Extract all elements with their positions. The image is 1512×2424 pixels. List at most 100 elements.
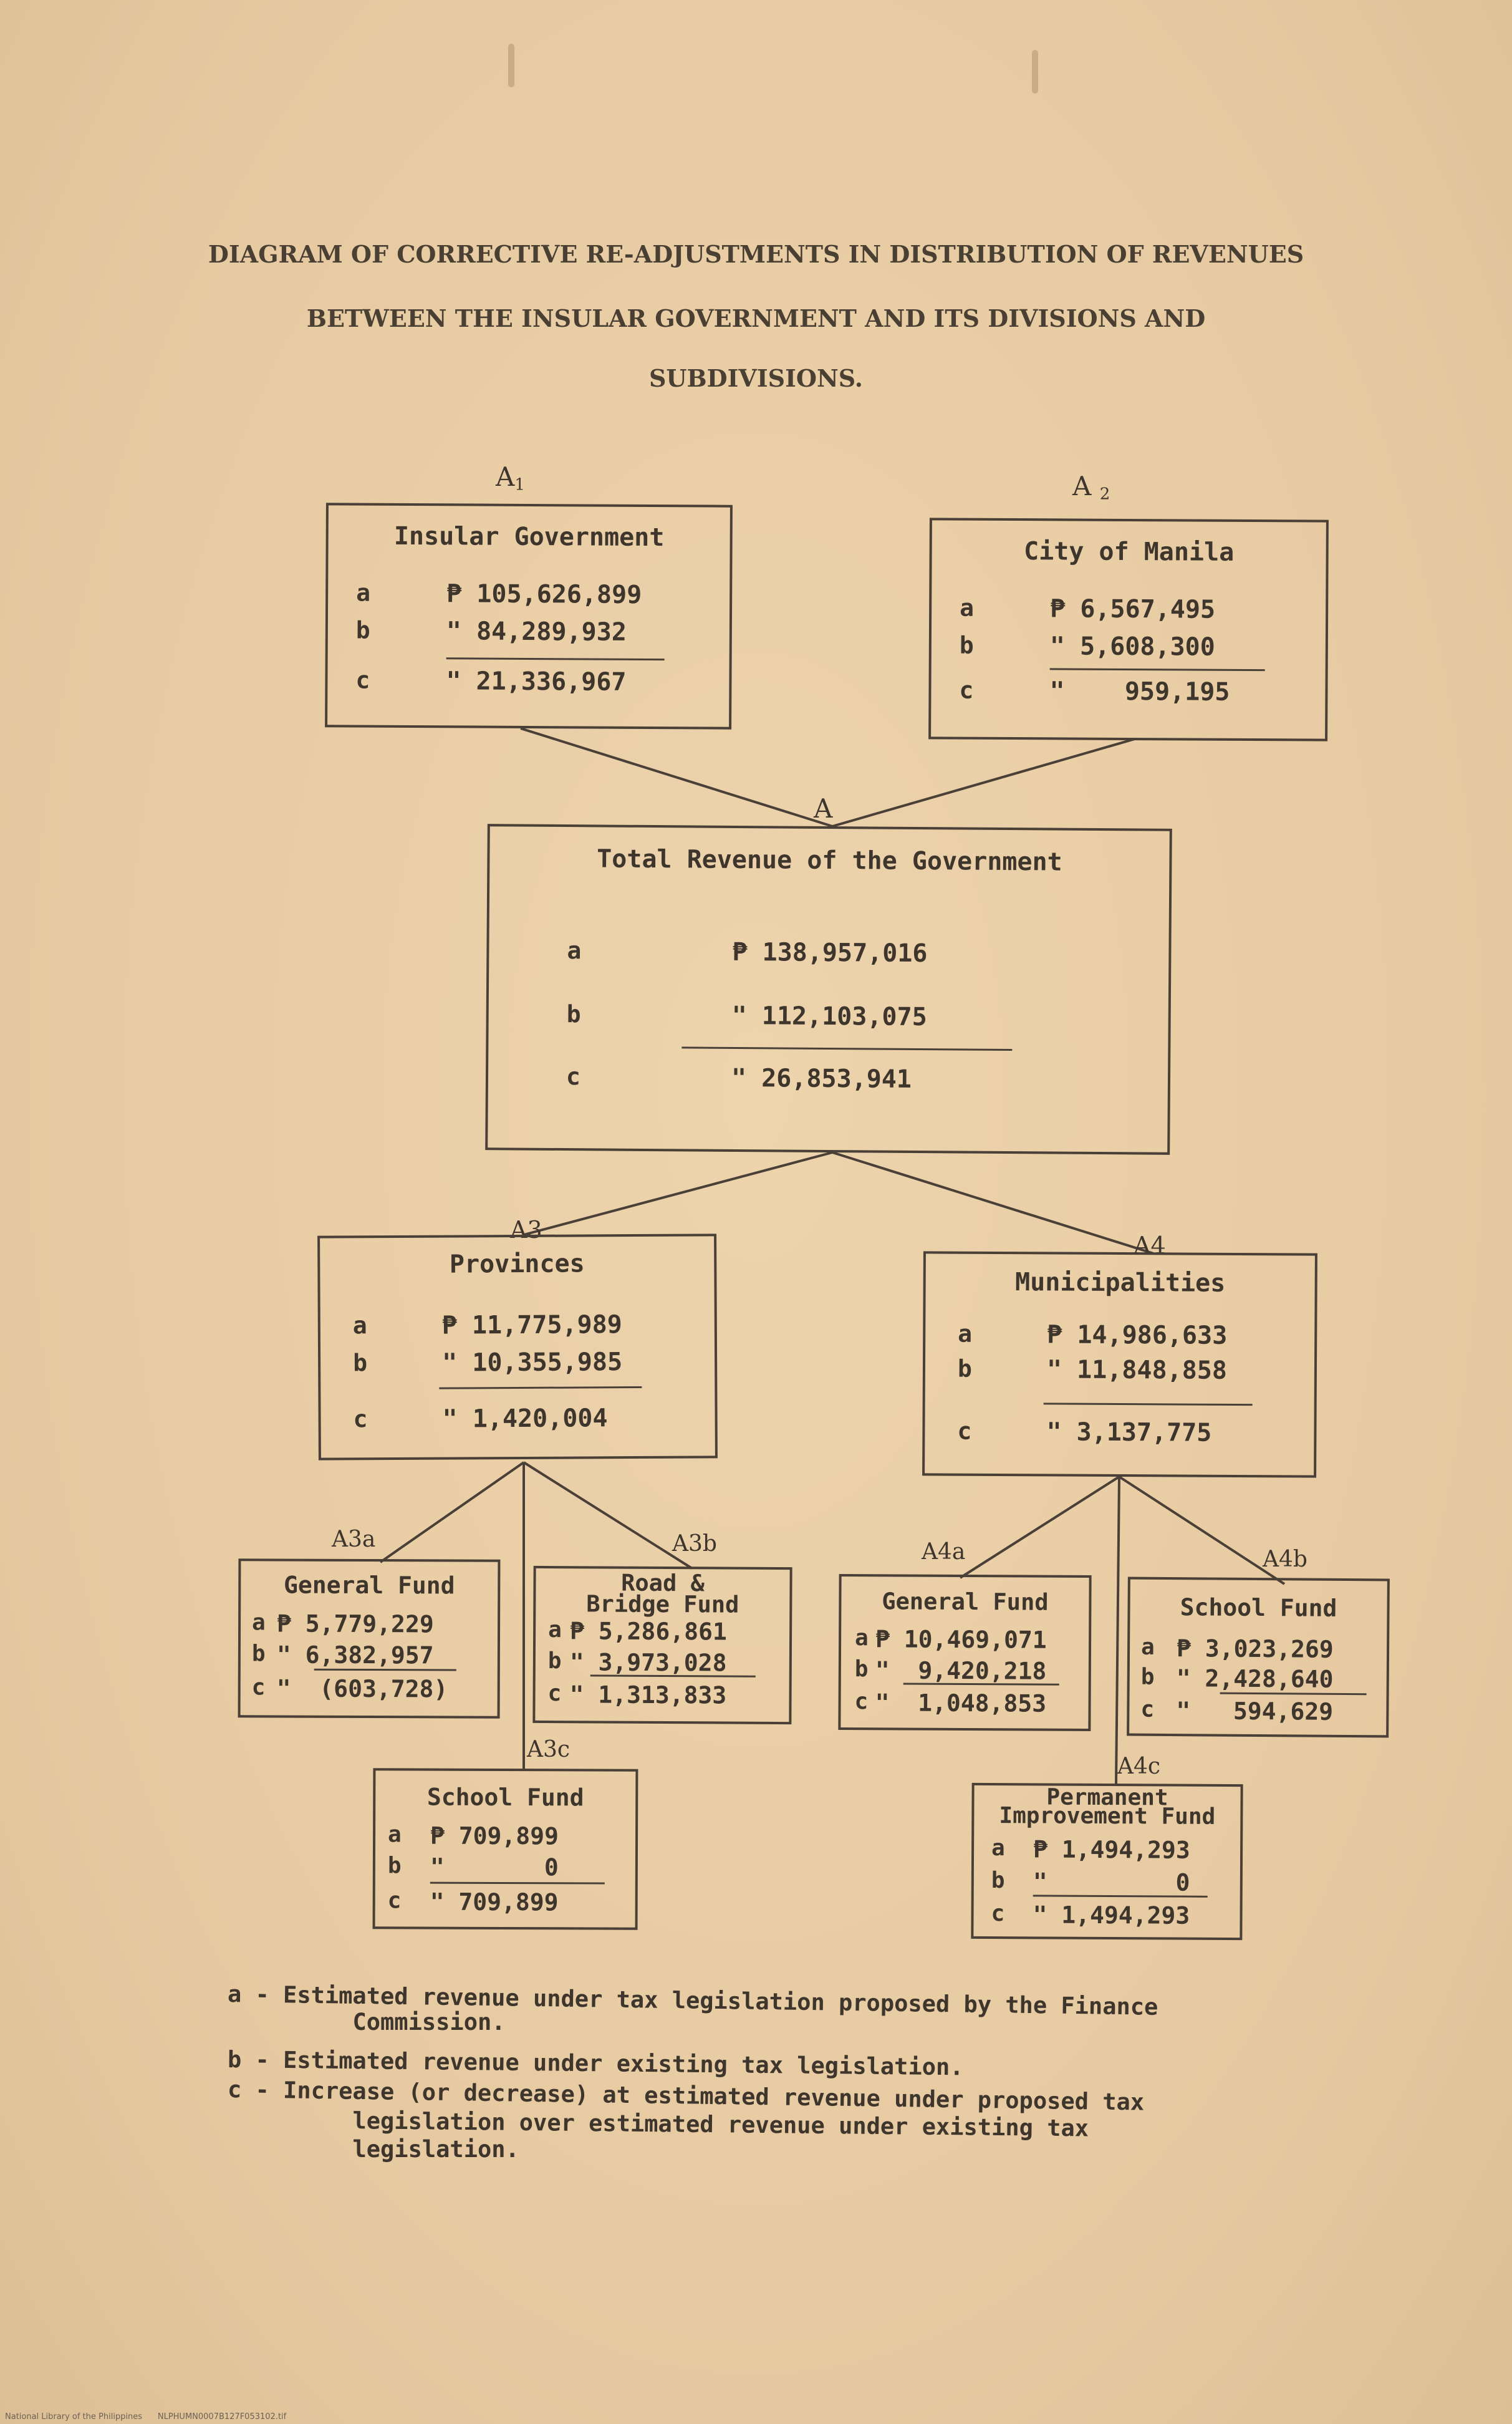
sum-rule xyxy=(1049,668,1265,672)
row-b-label: b xyxy=(991,1868,1005,1894)
row-b-value: " 9,420,218 xyxy=(875,1656,1047,1685)
node-title: Total Revenue of the Government xyxy=(597,844,1062,877)
row-a-label: a xyxy=(252,1610,266,1636)
row-a-label: a xyxy=(352,1311,367,1340)
row-b-label: b xyxy=(959,631,974,659)
row-a-value: ₱ 709,899 xyxy=(430,1822,559,1850)
row-b-label: b xyxy=(387,1853,402,1879)
node-tag-a3: A3 xyxy=(510,1216,542,1243)
node-tag-a3b: A3b xyxy=(672,1531,717,1557)
row-b-value: " 0 xyxy=(1033,1868,1190,1896)
node-title: Provinces xyxy=(449,1249,585,1279)
sum-rule xyxy=(681,1046,1013,1051)
archive-footer: National Library of the Philippines NLPH… xyxy=(5,2412,287,2422)
row-a-value: ₱ 5,286,861 xyxy=(570,1617,727,1646)
row-c-value: " 1,494,293 xyxy=(1033,1901,1190,1929)
row-b-value: " 112,103,075 xyxy=(731,1001,927,1032)
connector-a-to-a4 xyxy=(832,1151,1154,1255)
node-total-revenue: Total Revenue of the Government a ₱ 138,… xyxy=(485,824,1172,1155)
node-title: General Fund xyxy=(283,1571,455,1600)
row-b-label: b xyxy=(854,1656,869,1683)
connector-a4-to-a4c xyxy=(1115,1476,1120,1785)
legend-line-c-cont-2: legislation. xyxy=(228,2136,519,2163)
node-title: Road & Bridge Fund xyxy=(586,1569,739,1618)
connector-a3-to-a3b xyxy=(522,1461,693,1570)
row-c-label: c xyxy=(387,1888,402,1914)
node-municipalities: Municipalities a ₱ 14,986,633 b " 11,848… xyxy=(922,1251,1317,1478)
row-c-value: " 1,420,004 xyxy=(442,1404,608,1434)
row-c-label: c xyxy=(957,1417,972,1445)
row-c-value: " 709,899 xyxy=(430,1888,559,1916)
row-b-value: " 6,382,957 xyxy=(276,1641,434,1669)
row-c-label: c xyxy=(353,1405,368,1433)
row-a-label: a xyxy=(991,1835,1005,1861)
row-b-label: b xyxy=(1140,1664,1155,1690)
node-tag-a3a: A3a xyxy=(332,1527,376,1552)
node-provinces: Provinces a ₱ 11,775,989 b " 10,355,985 … xyxy=(317,1234,718,1461)
node-insular-government: Insular Government a ₱ 105,626,899 b " 8… xyxy=(325,503,733,730)
node-title: City of Manila xyxy=(1023,537,1235,567)
row-c-value: " 959,195 xyxy=(1049,677,1230,707)
row-b-value: " 5,608,300 xyxy=(1049,632,1215,662)
punch-hole-right xyxy=(1032,50,1038,94)
row-c-value: " 1,048,853 xyxy=(875,1689,1047,1717)
row-c-value: " 26,853,941 xyxy=(731,1063,912,1094)
row-a-value: ₱ 138,957,016 xyxy=(732,937,928,968)
connector-a4-to-a4b xyxy=(1118,1475,1286,1585)
row-c-label: c xyxy=(959,676,974,704)
node-title: School Fund xyxy=(1180,1593,1337,1622)
row-a-value: ₱ 1,494,293 xyxy=(1033,1835,1190,1864)
connector-a4-to-a4a xyxy=(959,1475,1120,1579)
row-c-value: " (603,728) xyxy=(276,1674,448,1703)
row-c-label: c xyxy=(355,666,370,694)
node-title-line-2: Improvement Fund xyxy=(999,1803,1216,1830)
row-c-value: " 21,336,967 xyxy=(446,667,627,697)
node-city-of-manila: City of Manila a ₱ 6,567,495 b " 5,608,3… xyxy=(928,518,1329,741)
row-b-value: " 3,973,028 xyxy=(569,1648,727,1677)
node-permanent-improvement-fund: Permanent Improvement Fund a ₱ 1,494,293… xyxy=(971,1782,1243,1941)
row-a-label: a xyxy=(855,1625,869,1651)
node-tag-a3c: A3c xyxy=(527,1737,571,1762)
row-b-label: b xyxy=(957,1354,972,1383)
node-tag-a4a: A4a xyxy=(922,1539,966,1565)
row-b-label: b xyxy=(547,1648,562,1674)
node-municipal-general-fund: General Fund a ₱ 10,469,071 b " 9,420,21… xyxy=(838,1573,1092,1732)
row-b-value: " 10,355,985 xyxy=(442,1348,623,1378)
node-title: Municipalities xyxy=(1014,1268,1226,1298)
node-tag-a1: A1 xyxy=(496,461,525,495)
connector-a2-to-a xyxy=(832,738,1135,828)
node-title: General Fund xyxy=(882,1588,1049,1616)
diagram-title-line-2: BETWEEN THE INSULAR GOVERNMENT AND ITS D… xyxy=(306,304,1206,332)
punch-hole-left xyxy=(508,44,514,87)
diagram-title-line-3: SUBDIVISIONS. xyxy=(648,364,864,392)
row-c-label: c xyxy=(251,1674,266,1701)
row-a-label: a xyxy=(960,594,975,622)
row-a-label: a xyxy=(1140,1634,1155,1660)
node-tag-a2: A 2 xyxy=(1072,471,1110,504)
row-a-value: ₱ 105,626,899 xyxy=(446,579,642,609)
node-tag-a4: A4 xyxy=(1134,1232,1166,1259)
sum-rule xyxy=(1043,1403,1253,1406)
row-b-label: b xyxy=(353,1349,368,1377)
row-a-value: ₱ 11,775,989 xyxy=(441,1310,622,1340)
sum-rule xyxy=(1033,1895,1208,1898)
node-provincial-general-fund: General Fund a ₱ 5,779,229 b " 6,382,957… xyxy=(238,1558,501,1719)
row-a-label: a xyxy=(548,1617,562,1643)
sum-rule xyxy=(590,1674,756,1678)
row-c-label: c xyxy=(1140,1696,1155,1722)
row-c-value: " 3,137,775 xyxy=(1046,1417,1212,1447)
row-b-value: " 2,428,640 xyxy=(1176,1664,1334,1693)
sum-rule xyxy=(1220,1692,1367,1696)
row-c-label: c xyxy=(991,1901,1005,1927)
sum-rule xyxy=(314,1668,456,1671)
row-c-label: c xyxy=(566,1063,581,1091)
row-a-label: a xyxy=(388,1822,402,1848)
connector-a-to-a3 xyxy=(523,1151,833,1236)
row-b-label: b xyxy=(566,1000,581,1028)
row-c-value: " 1,313,833 xyxy=(569,1681,727,1709)
sum-rule xyxy=(903,1683,1059,1686)
node-provincial-school-fund: School Fund a ₱ 709,899 b " 0 c " 709,89… xyxy=(372,1768,638,1930)
row-c-value: " 594,629 xyxy=(1176,1697,1334,1726)
row-b-label: b xyxy=(355,616,370,644)
